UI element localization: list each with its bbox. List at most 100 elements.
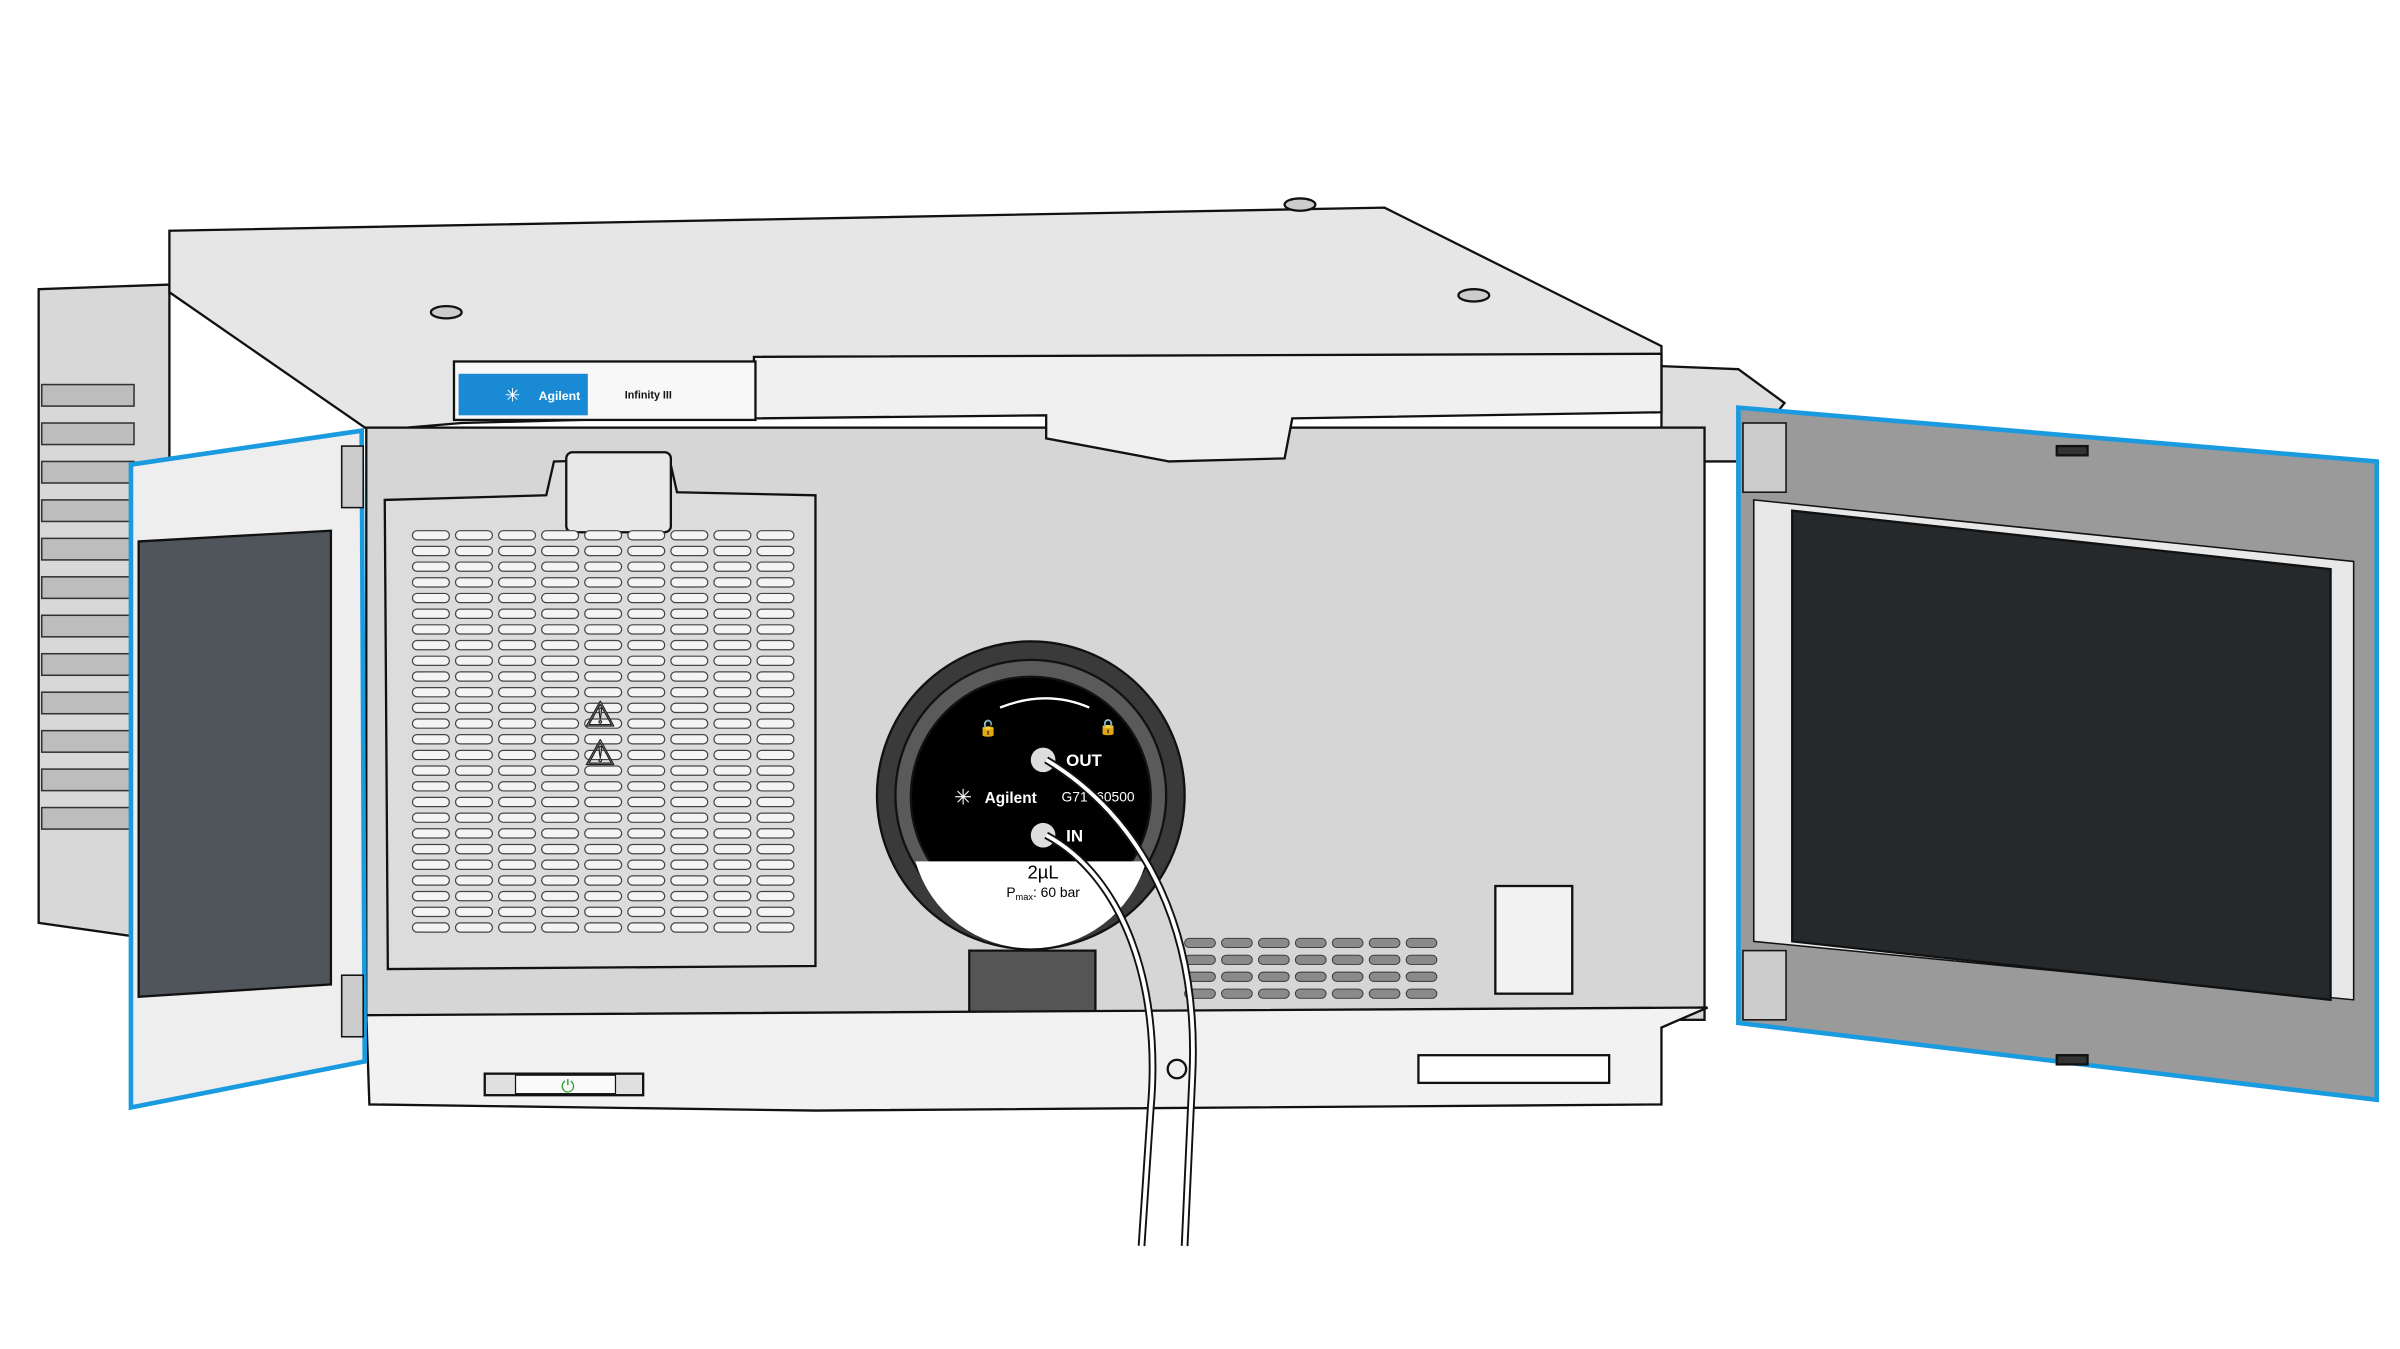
grille-slot <box>670 655 709 667</box>
vent-slot <box>1257 971 1290 982</box>
grille-slot <box>713 890 752 902</box>
grille-slot <box>411 592 450 604</box>
grille-slot <box>627 639 666 651</box>
grille-slot <box>713 843 752 855</box>
grille-slot <box>454 671 494 682</box>
lock-icon: 🔒 <box>1098 719 1117 736</box>
grille-slot <box>454 734 494 745</box>
grille-slot <box>584 608 623 619</box>
power-switch[interactable]: ⏻ <box>483 1072 645 1097</box>
vent-slot <box>1368 971 1401 982</box>
grille-slot <box>497 624 537 635</box>
vent-slot <box>1368 937 1401 948</box>
grille-slot <box>627 922 666 933</box>
grille-slot <box>454 906 494 918</box>
vent-slot <box>1294 937 1327 948</box>
grille-slot <box>454 686 494 698</box>
vent-slot <box>1184 937 1216 948</box>
grille-slot <box>454 702 494 714</box>
grille-slot <box>497 686 537 698</box>
grille-slot <box>670 749 709 761</box>
grille-slot <box>411 765 450 776</box>
grille-slot <box>713 545 752 557</box>
outlet-label: OUT <box>1066 751 1102 770</box>
grille-slot <box>454 718 494 729</box>
grille-slot <box>454 890 494 902</box>
grille-slot <box>584 671 623 682</box>
vent-slot <box>1405 954 1438 965</box>
grille-slot <box>713 671 752 682</box>
inlet-port <box>1030 822 1056 848</box>
grille-slot <box>411 781 450 792</box>
lower-vents <box>1184 937 1438 999</box>
grille-slot <box>756 592 795 604</box>
vent-slot <box>1294 954 1327 965</box>
grille-slot <box>670 843 709 855</box>
vent-slot <box>1294 971 1327 982</box>
grille-slot <box>713 765 752 776</box>
grille-slot <box>411 718 450 729</box>
grille-slot <box>454 655 494 667</box>
vent-slot <box>1331 937 1364 948</box>
grille-slot <box>541 608 580 619</box>
grille-slot <box>454 577 494 588</box>
grille-slot <box>756 639 795 651</box>
grille-slot <box>670 639 709 651</box>
grille-slot <box>584 828 623 839</box>
grille-slot <box>627 702 666 714</box>
grille-slot <box>670 875 709 886</box>
grille-slot <box>713 561 752 572</box>
grille-slot <box>756 624 795 635</box>
grille-slot <box>670 922 709 933</box>
grille-slot <box>670 718 709 729</box>
grille-slot <box>627 812 666 823</box>
grille-slot <box>670 796 709 808</box>
grille-slot <box>454 545 494 557</box>
grille-slot <box>713 530 752 541</box>
grille-slot <box>541 686 580 698</box>
grille-slot <box>756 890 795 902</box>
grille-slot <box>584 655 623 667</box>
grille-slot <box>584 796 623 808</box>
grille-slot <box>670 812 709 823</box>
grille-slot <box>541 639 580 651</box>
vent-slot <box>1405 937 1438 948</box>
grille-slot <box>584 765 623 776</box>
flow-cell[interactable]: 🔓 🔒 OUT IN ✳ Agilent G71 -60500 2µL Pmax… <box>875 640 1186 951</box>
grille-slot <box>756 577 795 588</box>
grille-slot <box>497 530 537 541</box>
grille-slot <box>541 592 580 604</box>
grille-slot <box>756 561 795 572</box>
grille-slot <box>670 734 709 745</box>
grille-slot <box>756 686 795 698</box>
grille-slot <box>670 608 709 619</box>
grille-slot <box>497 828 537 839</box>
grille-slot <box>497 577 537 588</box>
grille-slot <box>411 545 450 557</box>
grille-slot <box>411 796 450 808</box>
grille-slot <box>454 624 494 635</box>
grille-slot <box>411 624 450 635</box>
grille-slot <box>411 812 450 823</box>
grille-slot <box>713 686 752 698</box>
inlet-label: IN <box>1066 826 1083 845</box>
grille-slot <box>454 843 494 855</box>
grille-slot <box>497 702 537 714</box>
left-front-door[interactable] <box>128 428 368 1111</box>
rotate-arrow-icon <box>999 697 1090 709</box>
grille-slot <box>713 906 752 918</box>
grille-slot <box>541 624 580 635</box>
right-door-panel <box>1791 509 2332 1002</box>
grille-slot <box>411 749 450 761</box>
grille-slot <box>756 718 795 729</box>
label-model: Infinity III <box>625 389 672 401</box>
grille-slot <box>411 875 450 886</box>
grille-slot <box>670 577 709 588</box>
grille-slot <box>584 577 623 588</box>
right-front-door[interactable] <box>1736 405 2380 1103</box>
grille-slot <box>670 702 709 714</box>
grille-slot <box>756 702 795 714</box>
grille-slot <box>584 545 623 557</box>
grille-slot <box>411 577 450 588</box>
grille-slot <box>541 843 580 855</box>
